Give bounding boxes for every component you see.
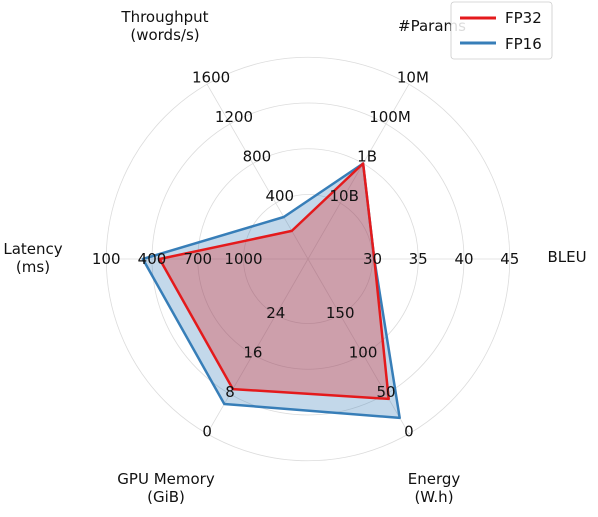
tick-bleu-1: 30 — [363, 250, 382, 268]
tick-throughput-4: 1600 — [192, 68, 230, 86]
radar-series — [141, 162, 401, 420]
tick-energy-1: 150 — [326, 304, 355, 322]
tick-throughput-3: 1200 — [215, 108, 253, 126]
axis-label-throughput: Throughput — [120, 8, 208, 26]
series-area-fp16 — [142, 163, 400, 418]
tick-latency-2: 700 — [183, 250, 212, 268]
tick-energy-3: 50 — [376, 383, 395, 401]
tick-bleu-2: 35 — [409, 250, 428, 268]
legend-label-fp32: FP32 — [505, 9, 542, 27]
tick-energy-2: 100 — [349, 344, 378, 362]
tick-latency-4: 100 — [92, 250, 121, 268]
axis-labels: BLEU #Params Throughput(words/s) Latency(ms… — [3, 8, 586, 506]
tick-gpu_memory-3: 8 — [225, 383, 235, 401]
tick-params-1: 10B — [330, 187, 359, 205]
tick-gpu_memory-1: 24 — [266, 304, 285, 322]
tick-throughput-2: 800 — [243, 148, 272, 166]
axis-label-throughput-unit: (words/s) — [130, 26, 199, 44]
axis-label-gpu_memory: GPU Memory — [117, 470, 215, 488]
legend-label-fp16: FP16 — [505, 35, 542, 53]
axis-label-bleu: BLEU — [547, 248, 586, 266]
tick-params-2: 1B — [357, 148, 377, 166]
tick-bleu-4: 45 — [500, 250, 519, 268]
axis-label-energy-unit: (W.h) — [414, 488, 453, 506]
series-area-fp32 — [159, 163, 389, 399]
series-line-fp32 — [158, 162, 390, 401]
grid-spoke-params — [307, 84, 410, 260]
tick-params-4: 10M — [397, 68, 429, 86]
axis-label-latency-unit: (ms) — [16, 258, 50, 276]
axis-label-energy: Energy — [408, 470, 461, 488]
tick-gpu_memory-2: 16 — [243, 344, 262, 362]
tick-gpu_memory-4: 0 — [202, 423, 212, 441]
tick-throughput-1: 400 — [265, 187, 294, 205]
tick-latency-1: 1000 — [224, 250, 262, 268]
tick-bleu-3: 40 — [454, 250, 473, 268]
tick-energy-4: 0 — [404, 423, 414, 441]
axis-label-latency: Latency — [3, 240, 62, 258]
tick-params-3: 100M — [369, 108, 411, 126]
legend-box — [450, 1, 553, 60]
legend: FP32 FP16 — [450, 1, 553, 60]
axis-label-params: #Params — [398, 17, 466, 35]
grid-spoke-energy — [307, 258, 410, 434]
tick-latency-3: 400 — [138, 250, 167, 268]
axis-label-gpu_memory-unit: (GiB) — [147, 488, 185, 506]
